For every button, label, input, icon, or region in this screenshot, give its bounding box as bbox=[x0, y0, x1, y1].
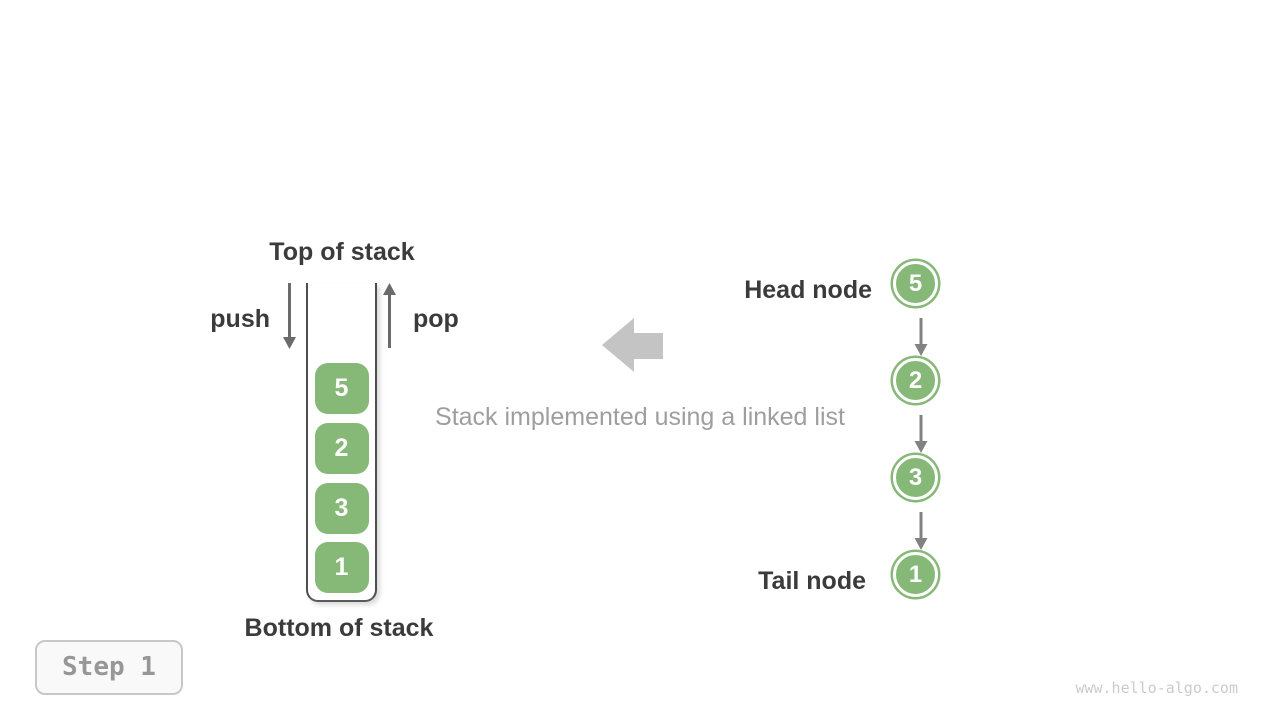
tail-node-label: Tail node bbox=[758, 567, 866, 595]
left-block-arrow-icon bbox=[602, 318, 663, 372]
pop-up-arrow-icon bbox=[383, 283, 396, 348]
next-pointer-arrow-icon bbox=[914, 415, 928, 453]
pop-label: pop bbox=[413, 305, 459, 333]
push-label: push bbox=[210, 305, 270, 333]
watermark: www.hello-algo.com bbox=[1075, 679, 1238, 697]
next-pointer-arrow-icon bbox=[914, 512, 928, 550]
stack-item: 1 bbox=[314, 542, 369, 593]
diagram-caption: Stack implemented using a linked list bbox=[435, 403, 845, 431]
stack-top-label: Top of stack bbox=[269, 238, 415, 266]
stack-container: 5 2 3 1 bbox=[306, 283, 377, 602]
linked-list-node: 5 bbox=[893, 261, 938, 306]
stack-item: 5 bbox=[314, 363, 369, 414]
step-badge: Step 1 bbox=[35, 640, 183, 695]
linked-list-node: 2 bbox=[893, 358, 938, 403]
linked-list-node: 3 bbox=[893, 455, 938, 500]
linked-list-node: 1 bbox=[893, 552, 938, 597]
push-down-arrow-icon bbox=[283, 283, 296, 349]
head-node-label: Head node bbox=[744, 276, 872, 304]
stack-item: 2 bbox=[314, 423, 369, 474]
stack-bottom-label: Bottom of stack bbox=[244, 614, 434, 642]
next-pointer-arrow-icon bbox=[914, 318, 928, 356]
stack-item: 3 bbox=[314, 483, 369, 534]
